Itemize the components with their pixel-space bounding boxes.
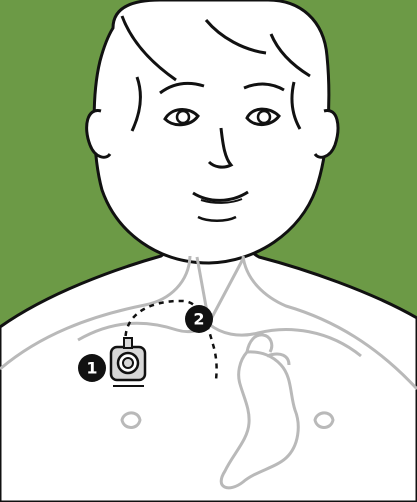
marker-2: 2 <box>185 305 213 333</box>
marker-1: 1 <box>78 354 106 382</box>
marker-1-label: 1 <box>86 359 97 378</box>
electrode-pad-connector <box>124 338 132 348</box>
electrode-pad-inner-ring <box>123 358 133 368</box>
right-eye-pupil <box>258 111 270 123</box>
marker-2-label: 2 <box>193 310 204 329</box>
left-eye-pupil <box>177 111 189 123</box>
head-outline <box>94 0 329 263</box>
